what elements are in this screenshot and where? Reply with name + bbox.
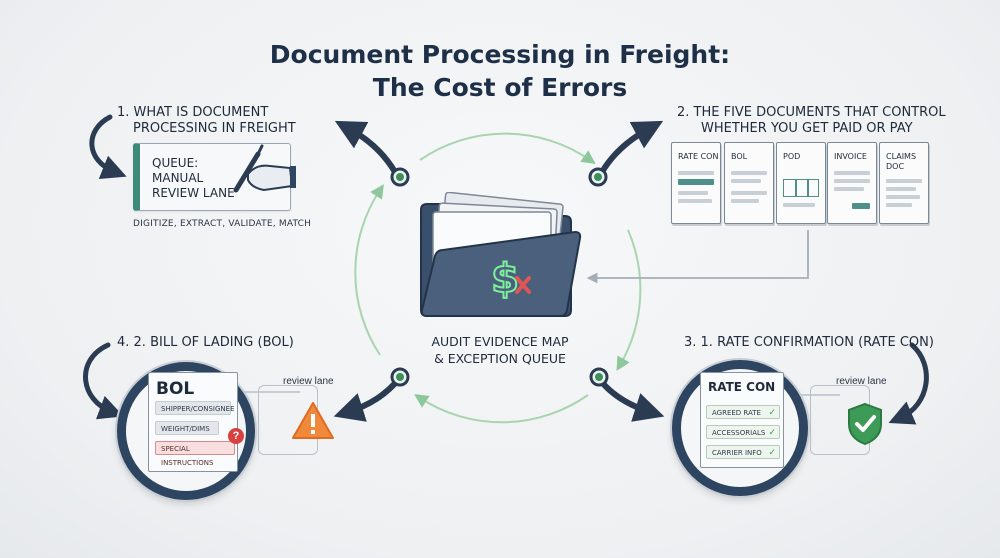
curl-arrow-panel3 — [888, 342, 929, 425]
title-line-1: Document Processing in Freight: — [269, 40, 731, 69]
page-title: Document Processing in Freight: The Cost… — [0, 38, 1000, 104]
bol-field-special: SPECIAL INSTRUCTIONS — [155, 441, 235, 467]
hand-with-pen-icon — [233, 144, 296, 193]
warning-triangle-icon — [292, 402, 334, 439]
cycle-arc-bottom — [414, 394, 589, 424]
ratecon-field-rate: AGREED RATE✓ — [706, 405, 780, 419]
center-label-line-2: & EXCEPTION QUEUE — [434, 351, 566, 366]
cycle-arc-top — [419, 132, 596, 164]
doc-invoice: INVOICE — [827, 142, 877, 224]
panel2-heading: 2. THE FIVE DOCUMENTS THAT CONTROL WHETH… — [677, 105, 946, 136]
title-line-2: The Cost of Errors — [372, 73, 628, 102]
arrow-to-panel2 — [599, 120, 664, 175]
panel1-heading: 1. WHAT IS DOCUMENT PROCESSING IN FREIGH… — [117, 105, 296, 136]
bol-document: BOL SHIPPER/CONSIGNEE WEIGHT/DIMS SPECIA… — [148, 372, 238, 472]
arrow-to-panel4 — [333, 377, 401, 422]
center-label-line-1: AUDIT EVIDENCE MAP — [431, 334, 569, 349]
bol-field-weight: WEIGHT/DIMS — [155, 421, 219, 435]
curl-arrow-panel4 — [83, 342, 124, 420]
curl-arrow-panel1 — [89, 114, 127, 179]
shield-check-icon — [848, 402, 882, 446]
queue-label: QUEUE: MANUAL REVIEW LANE — [152, 156, 235, 200]
ratecon-doc-title: RATE CON — [708, 380, 776, 394]
ratecon-review-label: review lane — [836, 376, 887, 387]
process-caption: DIGITIZE, EXTRACT, VALIDATE, MATCH — [133, 219, 312, 229]
panel4-heading: 4. 2. BILL OF LADING (BOL) — [117, 335, 294, 350]
ratecon-field-carrier: CARRIER INFO✓ — [706, 445, 780, 459]
doc-claims: CLAIMS DOC — [879, 142, 929, 224]
panel3-heading: 3. 1. RATE CONFIRMATION (RATE CON) — [684, 335, 934, 350]
docs-to-center-line — [586, 230, 809, 284]
bol-doc-title: BOL — [156, 379, 195, 399]
doc-rate-con: RATE CON — [671, 142, 721, 224]
ratecon-document: RATE CON AGREED RATE✓ ACCESSORIALS✓ CARR… — [700, 372, 784, 468]
bol-review-label: review lane — [283, 376, 334, 387]
arrow-to-panel3 — [597, 377, 665, 422]
cycle-arc-left — [354, 184, 384, 356]
doc-bol: BOL — [724, 142, 774, 224]
svg-text:$: $ — [491, 256, 519, 302]
center-label: AUDIT EVIDENCE MAP & EXCEPTION QUEUE — [400, 333, 600, 367]
cycle-arc-right — [616, 229, 642, 372]
ratecon-field-accessorials: ACCESSORIALS✓ — [706, 425, 780, 439]
arrow-to-panel1 — [334, 120, 398, 175]
folder-dollar-icon: $ — [420, 192, 582, 317]
bol-field-shipper: SHIPPER/CONSIGNEE — [155, 401, 235, 415]
doc-pod: POD — [776, 142, 826, 224]
question-badge-icon: ? — [228, 428, 244, 444]
